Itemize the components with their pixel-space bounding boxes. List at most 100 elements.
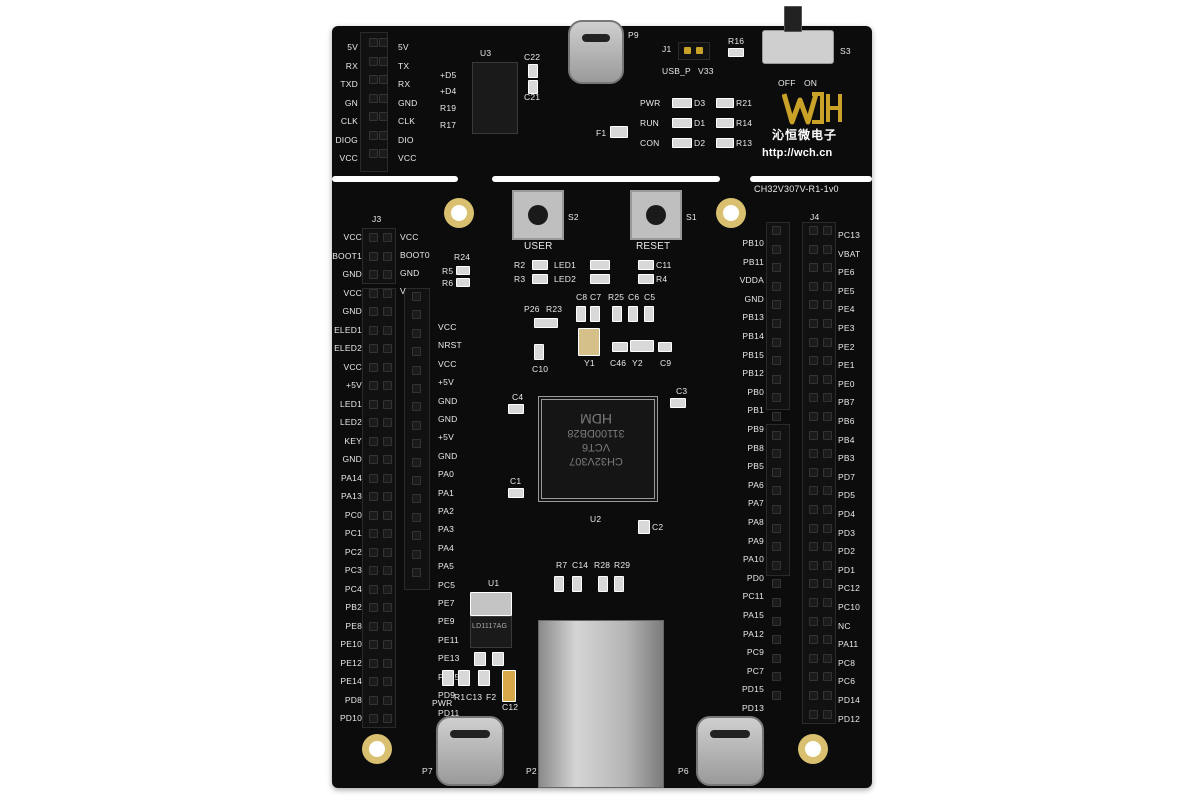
header-pin: [379, 56, 388, 66]
pin-label: PB9: [747, 424, 764, 434]
d3-label: D3: [694, 98, 706, 108]
r24-label: R24: [454, 252, 471, 262]
fuse-f1: [610, 126, 628, 138]
c14-label: C14: [572, 560, 589, 570]
pin-label: GND: [438, 395, 458, 406]
header-pin: [772, 356, 781, 366]
d5-label: +D5: [440, 70, 457, 80]
header-pin: [379, 130, 388, 140]
header-pin: [369, 399, 378, 409]
header-pin: [369, 677, 378, 686]
pin-label: PA4: [438, 542, 455, 553]
resistor: [534, 318, 558, 328]
reset-button[interactable]: [630, 190, 682, 240]
pin-label: PA5: [438, 561, 455, 572]
header-pin: [772, 635, 781, 645]
jumper-pin: [684, 47, 691, 54]
header-pin: [809, 319, 818, 328]
pin-label: ELED1: [334, 324, 362, 335]
pin-label: BOOT1: [332, 250, 362, 261]
pin-label: PE8: [345, 620, 362, 631]
pin-label: PD12: [838, 713, 861, 724]
header-pin: [809, 337, 818, 347]
pin-label: CLK: [340, 116, 358, 126]
pin-label: GND: [342, 306, 362, 316]
header-pin: [369, 381, 378, 390]
header-pin: [369, 130, 378, 140]
header-pin: [383, 362, 392, 372]
usb-p-label: USB_P: [662, 66, 691, 76]
pin-label: PB3: [838, 453, 855, 464]
header-pin: [823, 467, 832, 477]
c13-label: C13: [466, 692, 483, 702]
capacitor: [534, 344, 544, 360]
usb-c-port-p6[interactable]: [696, 716, 764, 786]
pin-label: PC1: [344, 528, 362, 538]
header-pin: [379, 38, 388, 47]
pwr-led-label: PWR: [640, 98, 661, 108]
header-pin: [809, 300, 818, 310]
capacitor: [572, 576, 582, 592]
r28-label: R28: [594, 560, 611, 570]
header-pin: [823, 635, 832, 645]
c22-label: C22: [524, 52, 541, 62]
header-pin: [383, 621, 392, 631]
pin-label: +5V: [438, 377, 454, 388]
header-pin: [809, 393, 818, 403]
header-pin: [369, 270, 378, 279]
p6-label: P6: [678, 766, 689, 776]
pin-label: VCC: [343, 287, 362, 298]
header-pin: [383, 510, 392, 520]
pin-label: PD8: [344, 694, 362, 705]
pin-label: KEY: [344, 435, 362, 446]
brand-cn: 沁恒微电子: [772, 128, 838, 142]
board-slot-middle: [492, 176, 720, 182]
resistor: [716, 138, 734, 148]
header-pin: [369, 714, 378, 723]
header-pin: [383, 603, 392, 612]
header-pin: [809, 505, 818, 514]
pin-label: VCC: [343, 361, 362, 372]
pin-label: VCC: [339, 153, 358, 163]
led1-label: LED1: [554, 260, 577, 270]
c21-label: C21: [524, 92, 541, 102]
header-pin: [369, 251, 378, 261]
mounting-hole: [716, 198, 746, 228]
pin-label: PB14: [742, 331, 764, 341]
power-switch-s3[interactable]: [762, 30, 834, 64]
pin-label: GND: [398, 97, 418, 108]
pin-label: PB2: [345, 602, 362, 612]
pin-label: PD7: [838, 471, 856, 482]
header-pin: [412, 531, 421, 541]
switch-knob[interactable]: [784, 6, 802, 32]
header-pin: [383, 492, 392, 501]
header-pin: [369, 436, 378, 446]
header-pin: [383, 418, 392, 427]
header-pin: [823, 226, 832, 235]
usb-jumper-j1[interactable]: [678, 42, 710, 60]
pin-label: PB13: [742, 312, 764, 323]
header-pin: [772, 523, 781, 533]
usb-c-port-p7[interactable]: [436, 716, 504, 786]
pin-label: PD14: [838, 695, 861, 705]
c1-label: C1: [510, 476, 522, 486]
header-pin: [412, 328, 421, 338]
mounting-hole: [362, 734, 392, 764]
jumper-pin: [696, 47, 703, 54]
pin-label: RX: [345, 60, 358, 71]
header-pin: [379, 93, 388, 103]
header-pin: [809, 616, 818, 626]
pin-label: PA1: [438, 487, 455, 498]
pin-label: VCC: [400, 232, 419, 242]
resistor: [716, 118, 734, 128]
on-label: ON: [804, 78, 818, 88]
header-pin: [379, 112, 388, 121]
p2-label: P2: [526, 766, 537, 776]
pin-label: PE10: [340, 639, 362, 649]
header-pin: [809, 467, 818, 477]
usb-c-port-p9[interactable]: [568, 20, 624, 84]
user-button[interactable]: [512, 190, 564, 240]
ethernet-rj45-port[interactable]: [538, 620, 664, 788]
c2-label: C2: [652, 522, 664, 532]
capacitor: [508, 404, 524, 414]
